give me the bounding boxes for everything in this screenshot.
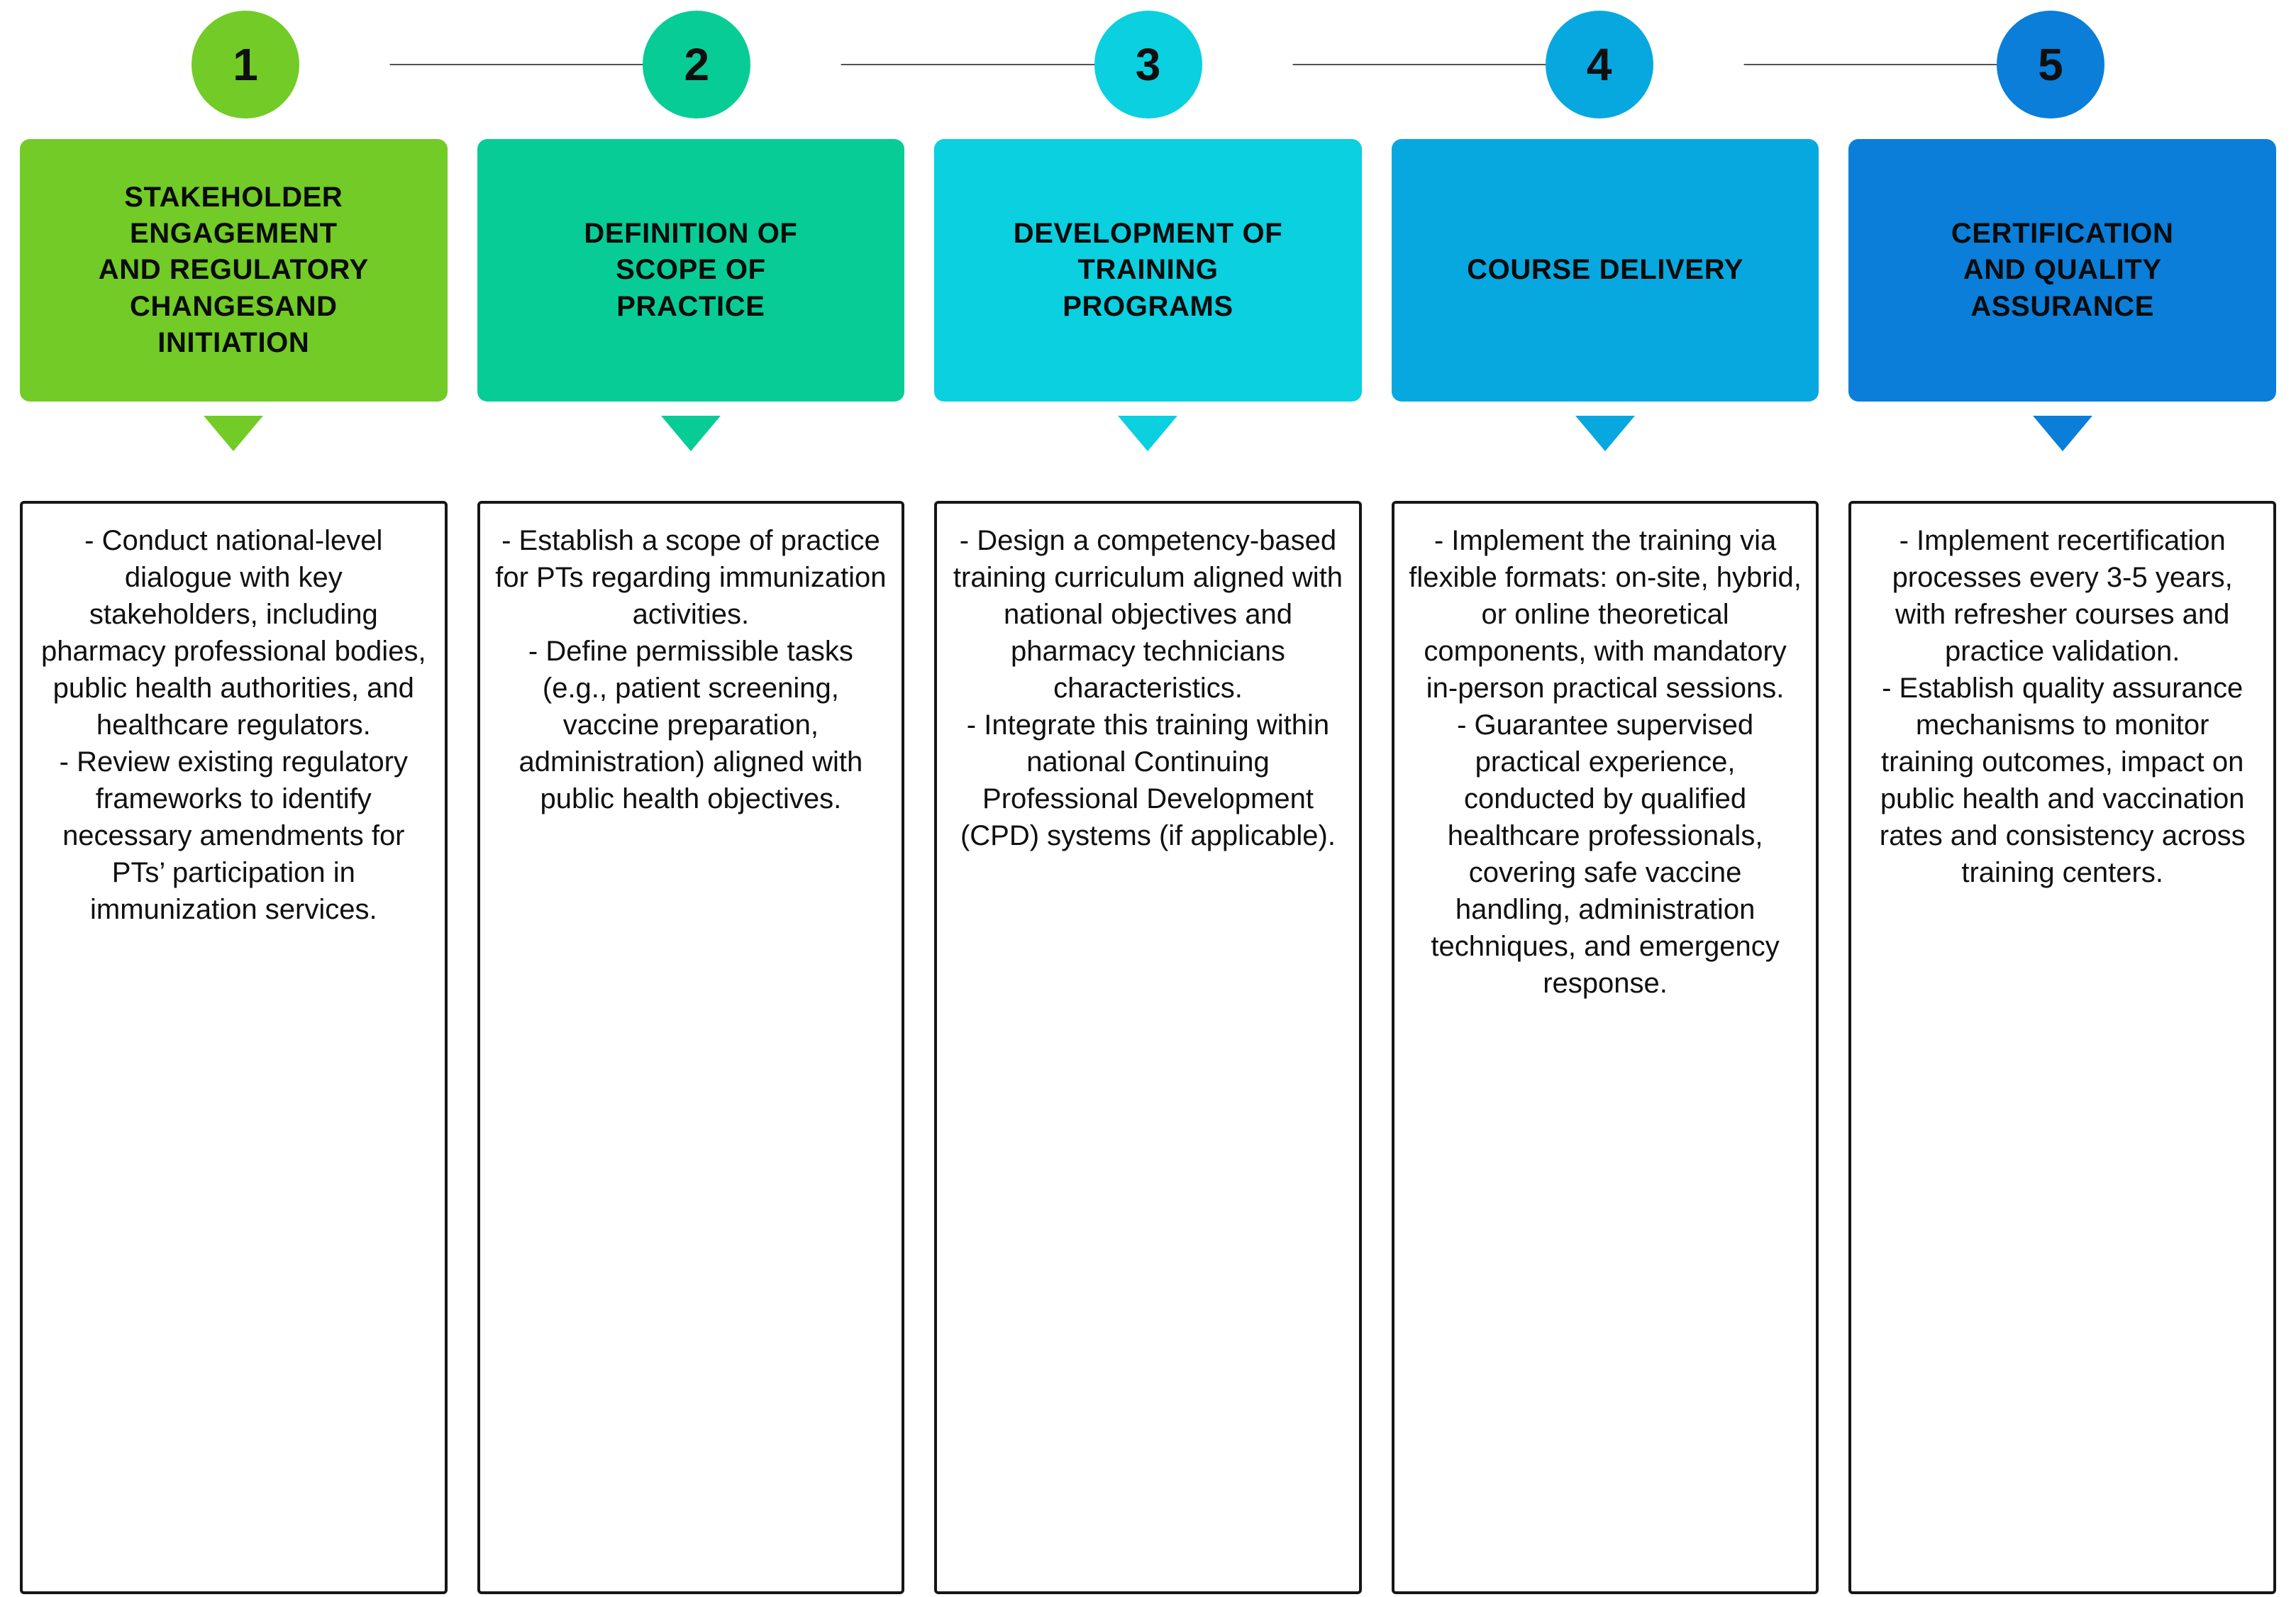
step-circle-1[interactable]: 1 — [192, 11, 300, 118]
step-body-row: - Conduct national-level dialogue with k… — [20, 501, 2276, 1594]
step-header-title-5: CERTIFICATION AND QUALITY ASSURANCE — [1951, 218, 2174, 322]
triangle-down-icon-4 — [1575, 416, 1636, 451]
step-body-text-5: - Implement recertification processes ev… — [1879, 525, 2246, 888]
caret-cell-5 — [1848, 416, 2276, 477]
triangle-down-icon-2 — [660, 416, 721, 451]
step-circle-4[interactable]: 4 — [1545, 11, 1653, 118]
step-header-row: STAKEHOLDER ENGAGEMENT AND REGULATORY CH… — [20, 139, 2276, 402]
step-number-label-5: 5 — [2038, 39, 2063, 90]
step-header-title-1: STAKEHOLDER ENGAGEMENT AND REGULATORY CH… — [98, 182, 369, 358]
step-body-text-3: - Design a competency-based training cur… — [953, 525, 1343, 851]
step-body-card-1[interactable]: - Conduct national-level dialogue with k… — [20, 501, 448, 1594]
step-header-title-4: COURSE DELIVERY — [1467, 254, 1743, 286]
step-number-label-4: 4 — [1586, 39, 1612, 90]
step-body-text-2: - Establish a scope of practice for PTs … — [495, 525, 887, 814]
step-header-card-2[interactable]: DEFINITION OF SCOPE OF PRACTICE — [477, 139, 905, 402]
step-number-cell-2: 2 — [471, 0, 1148, 129]
step-header-card-1[interactable]: STAKEHOLDER ENGAGEMENT AND REGULATORY CH… — [20, 139, 448, 402]
step-number-cell-4: 4 — [1374, 0, 2051, 129]
step-header-card-3[interactable]: DEVELOPMENT OF TRAINING PROGRAMS — [934, 139, 1362, 402]
caret-row — [20, 416, 2276, 477]
step-header-card-5[interactable]: CERTIFICATION AND QUALITY ASSURANCE — [1848, 139, 2276, 402]
caret-cell-4 — [1392, 416, 1819, 477]
caret-cell-3 — [934, 416, 1362, 477]
step-circle-3[interactable]: 3 — [1094, 11, 1202, 118]
step-header-card-4[interactable]: COURSE DELIVERY — [1391, 139, 1819, 402]
step-body-card-3[interactable]: - Design a competency-based training cur… — [934, 501, 1362, 1594]
caret-cell-1 — [20, 416, 448, 477]
caret-cell-2 — [477, 416, 905, 477]
step-body-text-4: - Implement the training via flexible fo… — [1409, 525, 1802, 999]
step-body-text-1: - Conduct national-level dialogue with k… — [41, 525, 426, 925]
step-number-label-1: 1 — [233, 39, 258, 90]
step-circle-2[interactable]: 2 — [643, 11, 751, 118]
step-number-cell-1: 1 — [20, 0, 697, 129]
step-circle-5[interactable]: 5 — [1996, 11, 2104, 118]
step-body-card-5[interactable]: - Implement recertification processes ev… — [1848, 501, 2276, 1594]
step-number-label-3: 3 — [1135, 39, 1161, 90]
triangle-down-icon-1 — [204, 416, 264, 451]
step-body-card-4[interactable]: - Implement the training via flexible fo… — [1391, 501, 1819, 1594]
triangle-down-icon-5 — [2032, 416, 2092, 451]
step-header-title-3: DEVELOPMENT OF TRAINING PROGRAMS — [1013, 218, 1283, 322]
step-number-cell-5: 5 — [1825, 0, 2276, 129]
step-number-label-2: 2 — [684, 39, 710, 90]
triangle-down-icon-3 — [1118, 416, 1178, 451]
step-number-cell-3: 3 — [922, 0, 1599, 129]
step-body-card-2[interactable]: - Establish a scope of practice for PTs … — [477, 501, 905, 1594]
step-number-row: 1 2 3 — [20, 0, 2276, 129]
step-header-title-2: DEFINITION OF SCOPE OF PRACTICE — [584, 218, 798, 322]
